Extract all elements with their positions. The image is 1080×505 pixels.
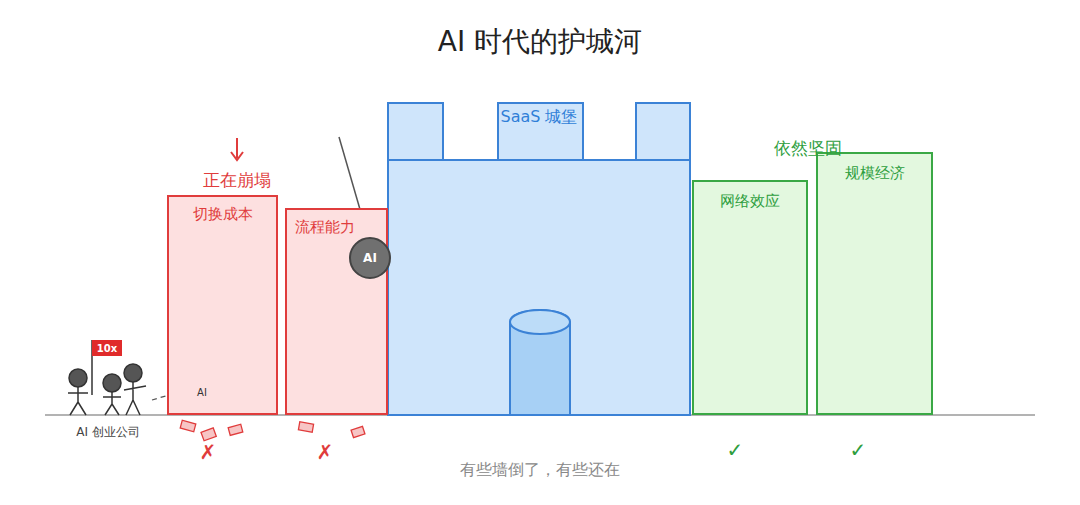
node-text: 网络效应 [720,192,780,211]
cross-mark: ✗ [200,440,217,464]
wrecking-ball: AI [349,237,391,279]
check-mark: ✓ [727,438,744,462]
solid-wall: 规模经济 [816,152,933,415]
status-label: 正在崩塌 [203,169,271,192]
solid-wall: 网络效应 [692,180,808,415]
cross-mark: ✗ [317,440,334,464]
node-text: AI [363,251,377,265]
title: AI 时代的护城河 [438,23,642,61]
castle: SaaS 城堡 [388,103,690,415]
caption: 有些墙倒了，有些还在 [460,460,620,481]
status-label: 依然坚固 [774,137,842,160]
collapsing-wall: 切换成本 [167,195,278,415]
node-text: 规模经济 [845,164,905,183]
node-text: 流程能力 [295,218,355,237]
node-text: SaaS 城堡 [500,107,577,128]
group-label: AI 创业公司 [76,424,140,441]
check-mark: ✓ [850,438,867,462]
node-text: 切换成本 [193,205,253,224]
flag-text: 10x [97,343,117,354]
robot-label: AI [197,387,207,398]
